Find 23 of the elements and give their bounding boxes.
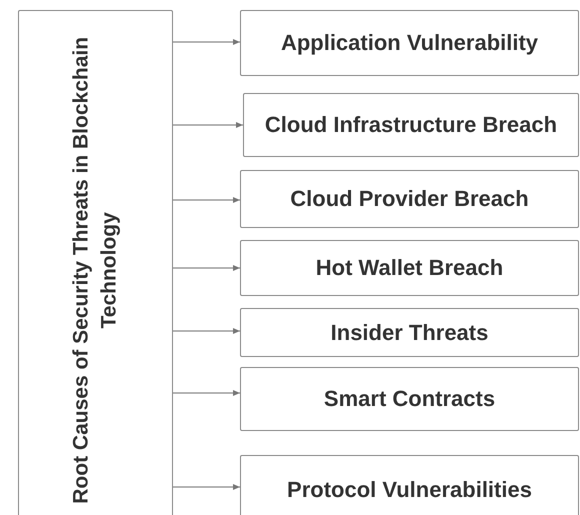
- arrow: [172, 265, 240, 271]
- box-label: Cloud Provider Breach: [290, 185, 529, 214]
- arrow: [172, 39, 240, 45]
- cause-box: [243, 93, 579, 157]
- box-label: Hot Wallet Breach: [316, 254, 504, 282]
- box-label: Application Vulnerability: [280, 29, 538, 58]
- arrow: [172, 484, 240, 490]
- heading-text: Root Causes of Security Threats in Blockchain Technology: [68, 36, 122, 506]
- arrow: [172, 390, 240, 396]
- cause-box: [240, 455, 579, 515]
- box-label: Protocol Vulnerabilities: [287, 476, 532, 504]
- cause-box: [240, 367, 579, 431]
- cause-box: [240, 308, 579, 357]
- cause-box: [240, 10, 579, 76]
- box-label: Cloud Infrastructure Breach: [264, 111, 558, 140]
- category-panel: [18, 10, 173, 515]
- box-label: Smart Contracts: [324, 385, 496, 414]
- cause-box: [240, 170, 579, 228]
- cause-box: [240, 240, 579, 296]
- arrow: [172, 122, 244, 128]
- arrow: [172, 328, 240, 334]
- box-label: Insider Threats: [330, 318, 488, 347]
- arrow: [172, 197, 240, 203]
